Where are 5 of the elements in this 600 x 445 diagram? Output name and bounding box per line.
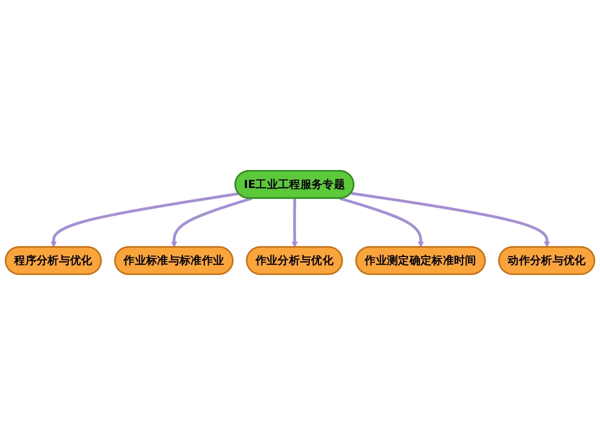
- arrow: [292, 198, 298, 248]
- arrow: [340, 197, 424, 248]
- arrow: [350, 192, 550, 248]
- arrow: [171, 197, 252, 248]
- arrow: [50, 192, 240, 248]
